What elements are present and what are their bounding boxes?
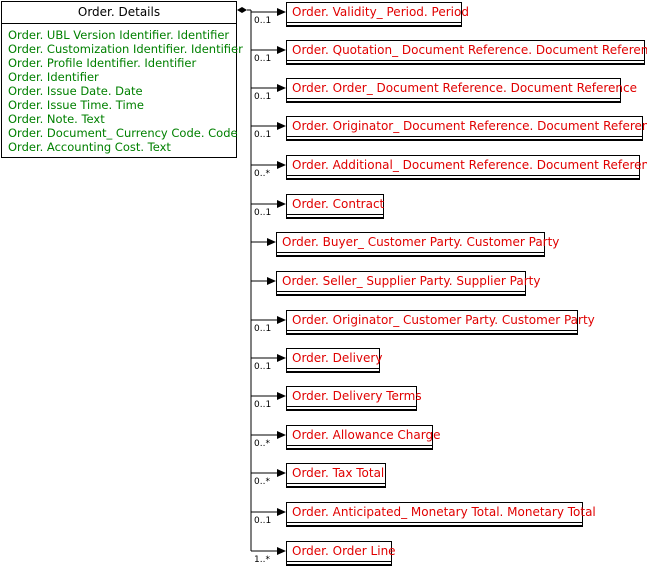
attribute-list: Order. UBL Version Identifier. Identifie… [2,24,243,154]
multiplicity-label: 0..1 [254,92,272,102]
associated-class-box[interactable]: Order. Order_ Document Reference. Docume… [286,78,637,103]
class-compartment-divider [287,217,383,218]
arrowhead [277,8,286,16]
associated-class-name: Order. Contract [287,195,384,215]
multiplicity-label: 0..1 [254,324,272,334]
associated-class-name: Order. Allowance Charge [287,426,440,446]
class-compartment-divider [287,139,642,140]
associated-class-box[interactable]: Order. Order Line [286,541,396,566]
multiplicity-label: 0..1 [254,516,272,526]
attribute: Order. Document_ Currency Code. Code [8,126,238,140]
arrowhead [267,238,276,246]
associated-class-name: Order. Validity_ Period. Period [287,3,469,23]
multiplicity-label: 1..* [254,555,270,565]
arrowhead [277,84,286,92]
class-title: Order. Details [2,2,236,24]
associated-class-name: Order. Order_ Document Reference. Docume… [287,79,637,99]
order-details-class[interactable]: Order. Details Order. UBL Version Identi… [1,1,243,158]
arrowhead [277,200,286,208]
attribute: Order. Issue Date. Date [8,84,143,98]
class-compartment-divider [277,294,525,295]
attribute: Order. Customization Identifier. Identif… [8,42,243,56]
arrowhead [277,354,286,362]
associated-class-name: Order. Order Line [287,542,396,562]
attribute: Order. Issue Time. Time [8,98,144,112]
associated-class-name: Order. Originator_ Document Reference. D… [287,117,647,137]
composition-diamond [237,7,247,13]
arrowhead [277,392,286,400]
multiplicity-label: 0..1 [254,16,272,26]
attribute: Order. Identifier [8,70,99,84]
associated-class-name: Order. Tax Total [287,464,385,484]
multiplicity-label: 0..1 [254,208,272,218]
associated-class-box[interactable]: Order. Originator_ Customer Party. Custo… [286,310,595,335]
arrowhead [277,431,286,439]
arrowhead [277,161,286,169]
associated-class-box[interactable]: Order. Buyer_ Customer Party. Customer P… [276,232,559,257]
associated-class-box[interactable]: Order. Delivery [286,348,382,373]
associated-class-box[interactable]: Order. Delivery Terms [286,386,422,411]
multiplicity-label: 0..1 [254,400,272,410]
associated-class-box[interactable]: Order. Seller_ Supplier Party. Supplier … [276,271,540,296]
class-compartment-divider [287,371,379,372]
arrowhead [277,547,286,555]
class-compartment-divider [277,255,544,256]
multiplicity-label: 0..1 [254,130,272,140]
arrowhead [277,508,286,516]
class-compartment-divider [287,101,620,102]
associated-class-name: Order. Quotation_ Document Reference. Do… [287,41,647,61]
class-compartment-divider [287,409,416,410]
multiplicity-label: 0..1 [254,54,272,64]
multiplicity-label: 0..* [254,169,270,179]
attribute: Order. Accounting Cost. Text [8,140,171,154]
multiplicity-label: 0..* [254,439,270,449]
associated-class-box[interactable]: Order. Allowance Charge [286,425,440,450]
associated-class-box[interactable]: Order. Anticipated_ Monetary Total. Mone… [286,502,596,527]
class-compartment-divider [287,178,639,179]
associated-class-box[interactable]: Order. Tax Total [286,463,386,488]
attribute: Order. Profile Identifier. Identifier [8,56,197,70]
associated-class-name: Order. Anticipated_ Monetary Total. Mone… [287,503,596,523]
arrowhead [277,316,286,324]
class-compartment-divider [287,564,391,565]
class-compartment-divider [287,448,432,449]
associated-class-name: Order. Originator_ Customer Party. Custo… [287,311,595,331]
associated-class-name: Order. Seller_ Supplier Party. Supplier … [277,272,540,292]
class-compartment-divider [287,525,582,526]
arrowhead [277,122,286,130]
attribute: Order. Note. Text [8,112,105,126]
arrowhead [277,46,286,54]
class-compartment-divider [287,486,385,487]
multiplicity-label: 0..1 [254,362,272,372]
associated-class-box[interactable]: Order. Additional_ Document Reference. D… [286,155,647,180]
class-compartment-divider [287,25,461,26]
class-compartment-divider [287,63,644,64]
associated-class-box[interactable]: Order. Quotation_ Document Reference. Do… [286,40,647,65]
associated-class-name: Order. Additional_ Document Reference. D… [287,156,647,176]
attribute: Order. UBL Version Identifier. Identifie… [8,28,230,42]
multiplicity-label: 0..* [254,477,270,487]
arrowhead [267,277,276,285]
associated-class-box[interactable]: Order. Originator_ Document Reference. D… [286,116,647,141]
class-compartment-divider [287,333,577,334]
associated-class-name: Order. Delivery [287,349,382,369]
associated-class-name: Order. Delivery Terms [287,387,422,407]
associated-class-box[interactable]: Order. Contract [286,194,384,219]
associated-class-box[interactable]: Order. Validity_ Period. Period [286,2,469,27]
arrowhead [277,469,286,477]
associated-class-name: Order. Buyer_ Customer Party. Customer P… [277,233,559,253]
